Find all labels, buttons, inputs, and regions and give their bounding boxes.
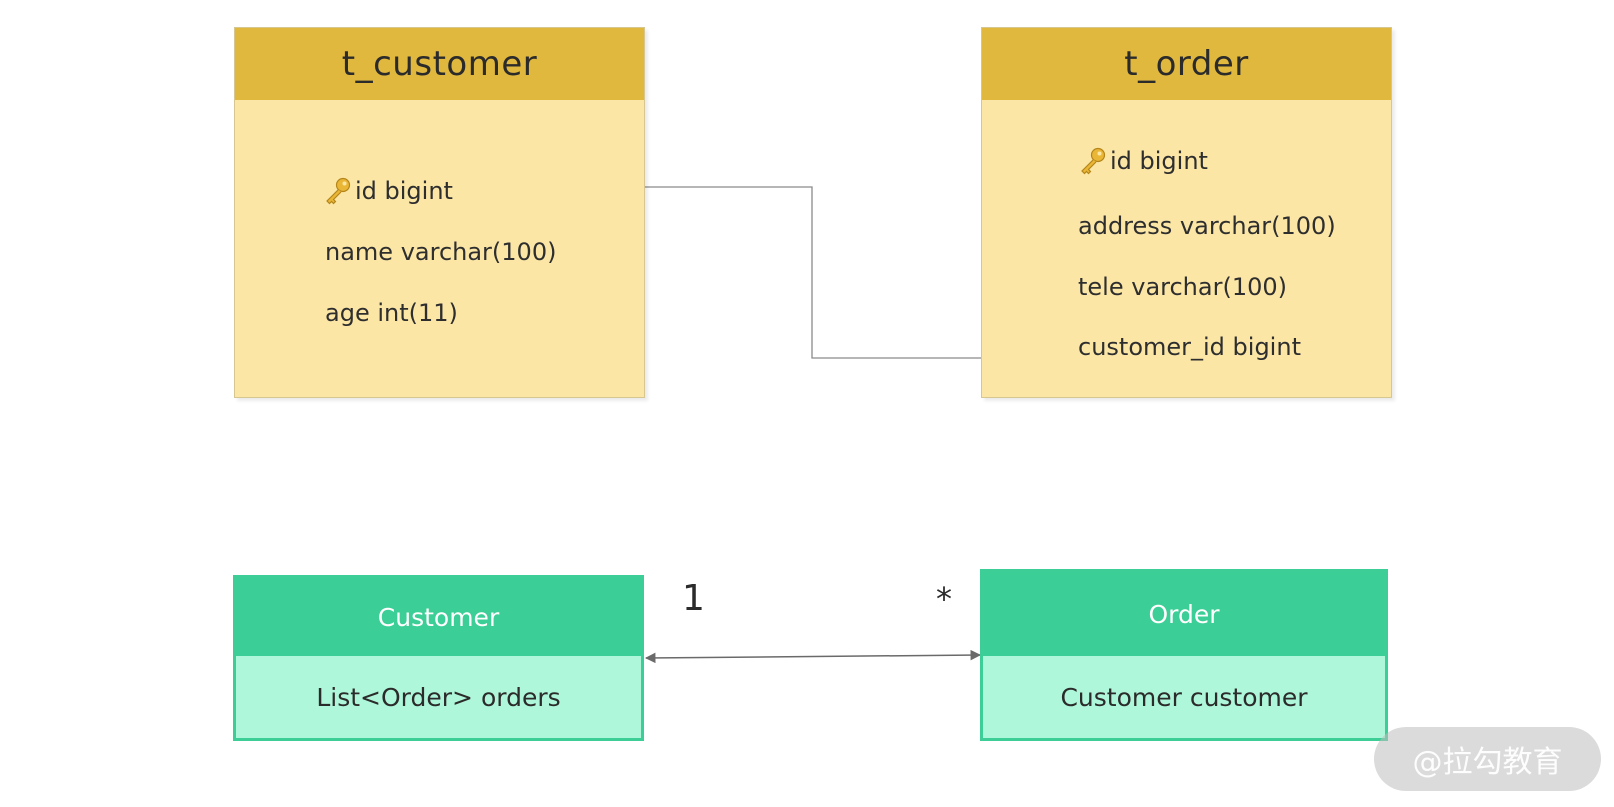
multiplicity-many: * (936, 580, 952, 618)
class-name: Order (983, 572, 1385, 656)
table-title: t_customer (235, 28, 644, 100)
watermark-badge: @拉勾教育 (1374, 727, 1601, 791)
field-label: id bigint (355, 177, 453, 205)
class-order[interactable]: Order Customer customer (980, 569, 1388, 741)
field-label: id bigint (1110, 147, 1208, 175)
foreign-key-connector[interactable] (643, 186, 981, 359)
table-t-customer[interactable]: t_customer id bigint name varchar(100) a… (234, 27, 645, 398)
table-field-age: age int(11) (325, 299, 458, 327)
table-field-id: id bigint (323, 176, 453, 206)
table-field-address: address varchar(100) (1078, 212, 1336, 240)
table-field-id: id bigint (1078, 146, 1208, 176)
class-name: Customer (236, 578, 641, 656)
table-field-name: name varchar(100) (325, 238, 557, 266)
table-title: t_order (982, 28, 1391, 100)
class-customer[interactable]: Customer List<Order> orders (233, 575, 644, 741)
key-icon (1078, 146, 1108, 176)
table-t-order[interactable]: t_order id bigint address varchar(100) t… (981, 27, 1392, 398)
multiplicity-one: 1 (682, 578, 705, 619)
table-field-tele: tele varchar(100) (1078, 273, 1288, 301)
key-icon (323, 176, 353, 206)
class-attribute: List<Order> orders (316, 682, 561, 712)
class-attribute: Customer customer (1060, 682, 1308, 712)
table-field-customer-id: customer_id bigint (1078, 333, 1301, 361)
association-connector[interactable] (644, 649, 982, 664)
